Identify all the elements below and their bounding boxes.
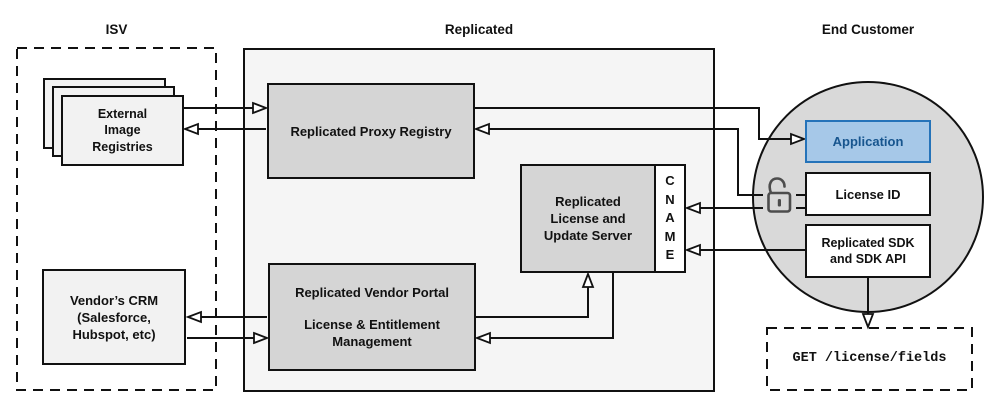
arrow-update-server-to-portal bbox=[479, 273, 614, 339]
padlock-keyhole bbox=[777, 199, 781, 207]
registries-label-line: Registries bbox=[92, 139, 153, 154]
registries-label-line: External bbox=[97, 106, 148, 121]
license-id-box: License ID bbox=[805, 172, 931, 216]
proxy-registry-label: Replicated Proxy Registry bbox=[290, 123, 452, 139]
crm-label-line: Hubspot, etc) bbox=[72, 326, 156, 342]
crm-label-line: Vendor’s CRM bbox=[69, 292, 159, 308]
cname-letter: A bbox=[665, 210, 675, 226]
application-box: Application bbox=[805, 120, 931, 163]
license-id-label: License ID bbox=[835, 186, 901, 202]
sdk-label-line: Replicated SDK bbox=[821, 235, 915, 250]
cname-letter: E bbox=[665, 247, 675, 263]
api-call-box bbox=[766, 327, 973, 391]
vendor-portal-subtitle-line: Management bbox=[332, 334, 412, 349]
cname-box: C N A M E bbox=[654, 164, 686, 273]
registries-label-line: Image bbox=[104, 123, 141, 138]
vendor-portal-box: Replicated Vendor Portal License & Entit… bbox=[268, 263, 476, 371]
cname-letter: N bbox=[665, 191, 675, 207]
arrow-proxy-to-application bbox=[475, 107, 802, 140]
arrowhead-into-crm bbox=[185, 310, 202, 324]
isv-title: ISV bbox=[105, 22, 128, 37]
replicated-title: Replicated bbox=[444, 22, 514, 37]
sdk-label-line: and SDK API bbox=[830, 252, 906, 266]
update-server-label-line: License and bbox=[550, 211, 626, 226]
api-call-label: GET /license/fields bbox=[792, 351, 947, 366]
vendors-crm-box: Vendor’s CRM (Salesforce, Hubspot, etc) bbox=[42, 269, 186, 365]
cname-letter: M bbox=[664, 228, 676, 244]
license-update-server-box: Replicated License and Update Server bbox=[520, 164, 656, 273]
sdk-box: Replicated SDK and SDK API bbox=[805, 224, 931, 278]
vendor-portal-title: Replicated Vendor Portal bbox=[295, 285, 449, 300]
application-label: Application bbox=[832, 134, 904, 149]
vendor-portal-subtitle-line: License & Entitlement bbox=[304, 317, 440, 332]
arrowhead-into-update-server bbox=[581, 271, 595, 288]
cname-letter: C bbox=[665, 173, 675, 189]
padlock-shackle bbox=[768, 177, 786, 195]
update-server-label-line: Update Server bbox=[543, 228, 633, 243]
arrow-portal-to-update-server bbox=[476, 276, 589, 318]
end-customer-title: End Customer bbox=[821, 22, 915, 37]
arrowhead-into-api-call bbox=[861, 313, 875, 330]
update-server-label-line: Replicated bbox=[555, 194, 621, 209]
arrowhead-into-application bbox=[790, 132, 807, 146]
arrowhead-into-registries bbox=[182, 122, 199, 136]
open-padlock-icon bbox=[763, 177, 796, 216]
external-image-registries-box: External Image Registries bbox=[61, 95, 184, 166]
arrowhead-into-portal-right bbox=[474, 331, 491, 345]
arrowhead-into-cname-top bbox=[684, 201, 701, 215]
arrowhead-into-cname-bottom bbox=[684, 243, 701, 257]
arrowhead-into-proxy-right bbox=[473, 122, 490, 136]
arrowhead-into-portal-left bbox=[253, 331, 270, 345]
arrowhead-into-proxy-left bbox=[252, 101, 269, 115]
crm-label-line: (Salesforce, bbox=[77, 309, 151, 325]
proxy-registry-box: Replicated Proxy Registry bbox=[267, 83, 475, 179]
